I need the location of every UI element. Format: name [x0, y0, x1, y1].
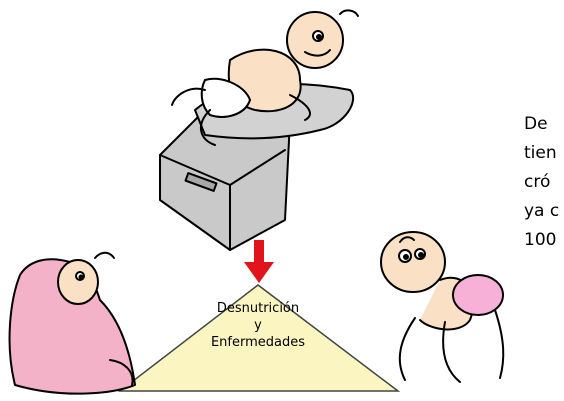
- baby-on-scale: [159, 9, 359, 251]
- side-text-line-1: De: [524, 114, 548, 134]
- triangle-label-line-1: Desnutrición: [216, 301, 300, 316]
- triangle-label-line-3: Enfermedades: [210, 335, 306, 350]
- side-text-line-2: tien: [524, 143, 557, 163]
- side-text-line-3: cró: [524, 172, 551, 192]
- crawling-baby: [380, 231, 505, 383]
- side-text: De tien cró ya c 100: [524, 110, 564, 255]
- triangle-shape: [117, 284, 401, 392]
- side-text-line-4: ya c: [524, 201, 560, 221]
- triangle-label-line-2: y: [254, 318, 262, 333]
- hooded-child: [8, 251, 136, 395]
- triangle-label: Desnutrición y Enfermedades: [196, 300, 320, 351]
- side-text-line-5: 100: [524, 230, 557, 250]
- down-arrow-icon: [244, 240, 274, 283]
